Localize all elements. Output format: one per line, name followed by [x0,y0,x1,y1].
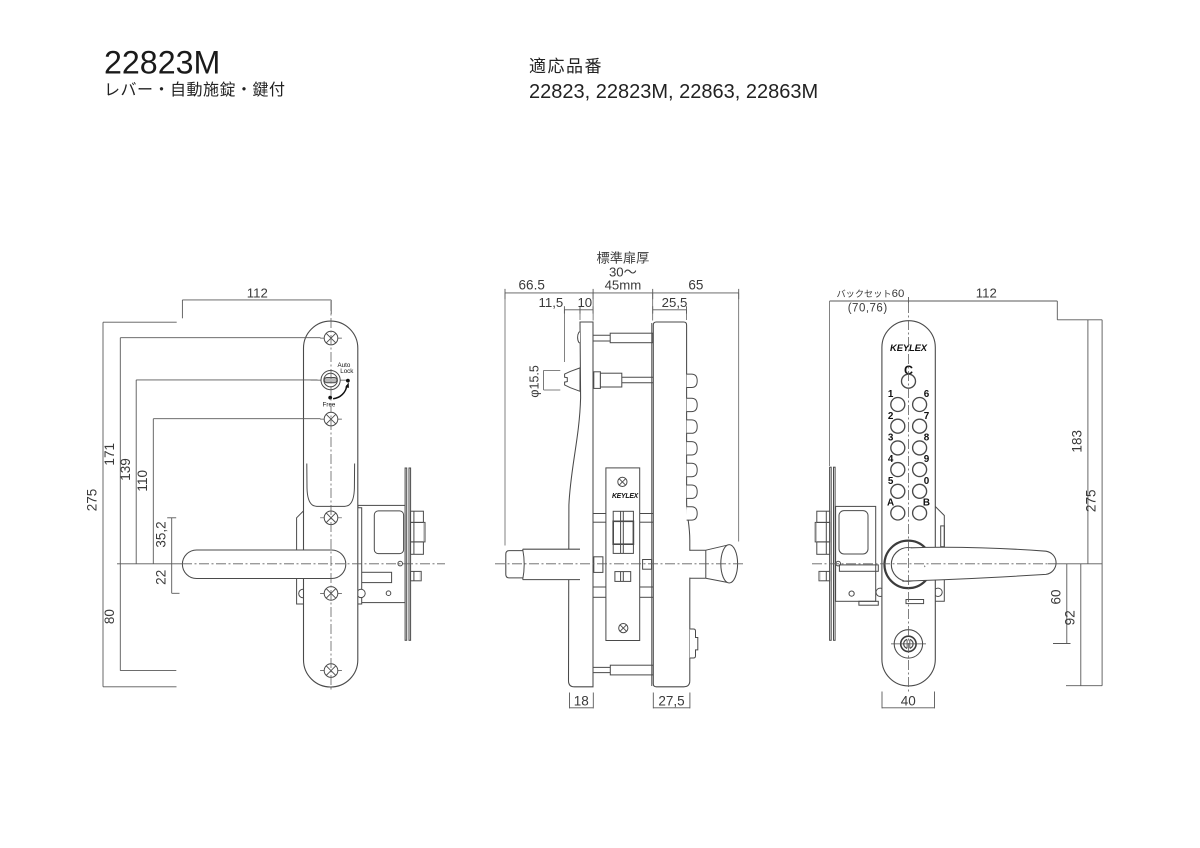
svg-text:2: 2 [888,411,894,422]
svg-text:7: 7 [924,411,930,422]
svg-text:92: 92 [1062,610,1077,625]
svg-text:22823M: 22823M [104,45,220,81]
svg-text:3: 3 [888,433,894,444]
svg-text:110: 110 [135,470,150,492]
svg-text:φ15.5: φ15.5 [528,365,542,397]
svg-text:11,5: 11,5 [539,295,564,310]
svg-text:1: 1 [888,389,894,400]
svg-text:適応品番: 適応品番 [529,57,603,76]
svg-text:標準扉厚: 標準扉厚 [597,250,650,265]
svg-text:40: 40 [901,694,916,709]
svg-text:4: 4 [888,454,894,465]
svg-text:60: 60 [1048,589,1063,604]
svg-text:112: 112 [247,286,268,301]
svg-text:171: 171 [102,443,117,466]
svg-text:18: 18 [574,694,589,709]
svg-text:バックセット60: バックセット60 [837,288,905,300]
svg-text:6: 6 [924,389,930,400]
svg-text:25,5: 25,5 [662,295,688,310]
svg-text:9: 9 [924,454,930,465]
svg-text:Auto: Auto [338,362,351,369]
svg-text:レバー・自動施錠・鍵付: レバー・自動施錠・鍵付 [104,81,286,99]
svg-text:275: 275 [1084,490,1099,513]
svg-text:139: 139 [118,458,133,481]
svg-text:30〜: 30〜 [609,264,637,279]
svg-text:27,5: 27,5 [658,694,684,709]
svg-text:22823, 22823M, 22863, 22863M: 22823, 22823M, 22863, 22863M [529,81,818,103]
svg-text:(70,76): (70,76) [848,303,888,315]
svg-text:KEYLEX: KEYLEX [890,342,928,353]
svg-text:275: 275 [85,489,100,512]
svg-text:183: 183 [1070,430,1085,453]
svg-text:22: 22 [153,570,168,585]
svg-text:80: 80 [102,609,117,624]
svg-text:35,2: 35,2 [153,521,168,547]
svg-text:KEYLEX: KEYLEX [612,493,639,500]
svg-text:C: C [904,364,913,378]
svg-text:112: 112 [976,286,997,301]
svg-text:65: 65 [688,278,703,293]
svg-text:A: A [887,498,894,509]
svg-text:Free: Free [323,402,336,409]
svg-text:5: 5 [888,476,894,487]
svg-text:Lock: Lock [340,368,354,375]
svg-text:45mm: 45mm [605,278,642,293]
svg-text:66.5: 66.5 [519,278,545,293]
svg-text:0: 0 [924,476,930,487]
svg-text:B: B [923,498,930,509]
svg-text:10: 10 [577,295,592,310]
svg-text:8: 8 [924,433,930,444]
